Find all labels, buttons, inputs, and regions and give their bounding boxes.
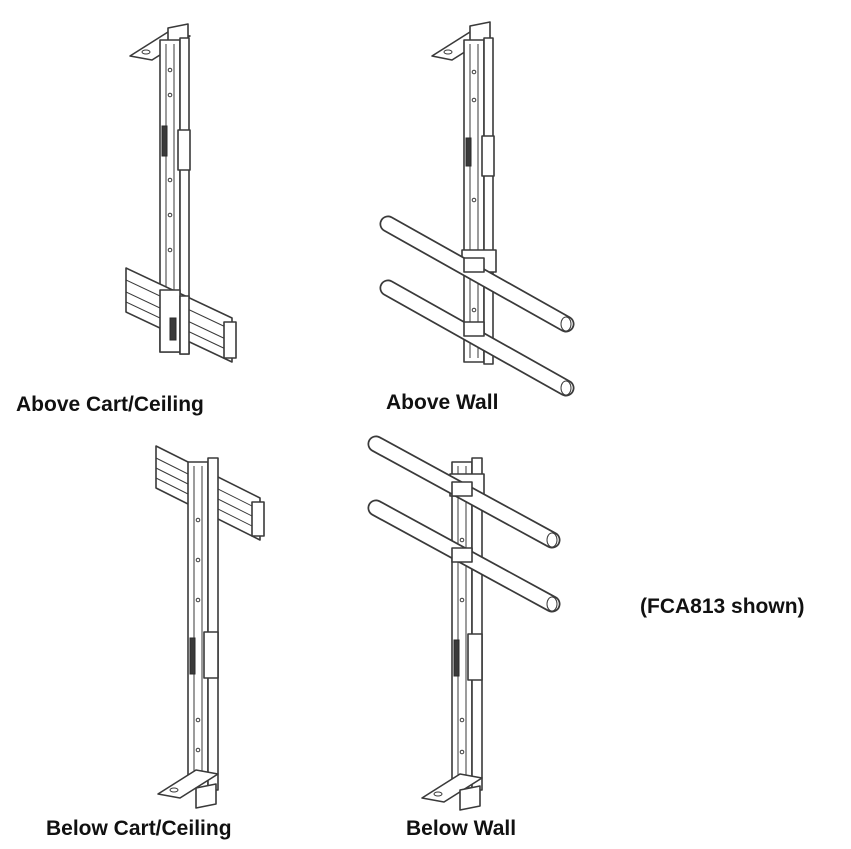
caption-below-wall: Below Wall — [406, 817, 517, 840]
caption-above-cart-ceiling: Above Cart/Ceiling — [16, 393, 204, 416]
caption-below-cart-ceiling: Below Cart/Ceiling — [46, 817, 232, 840]
model-note: (FCA813 shown) — [640, 595, 805, 618]
caption-above-wall: Above Wall — [386, 391, 499, 414]
